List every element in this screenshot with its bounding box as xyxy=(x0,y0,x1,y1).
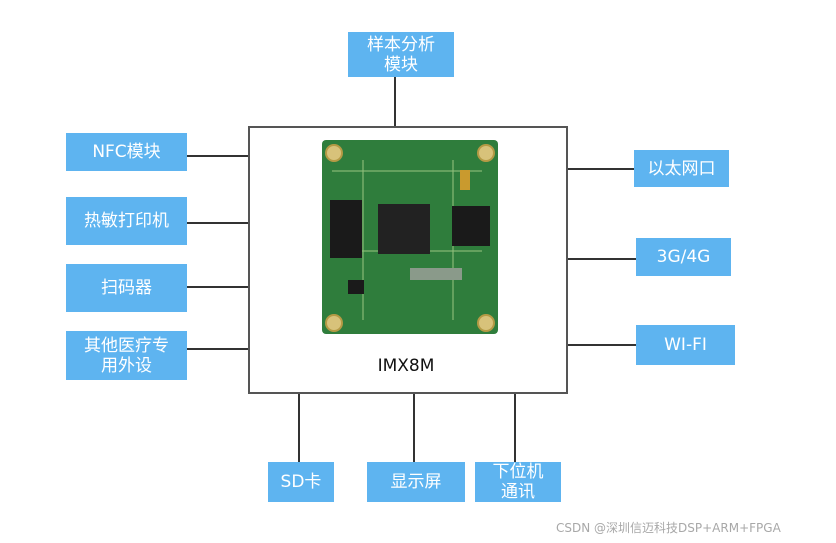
crystal xyxy=(460,170,470,190)
small-chip xyxy=(348,280,364,294)
sd-card-box: SD卡 xyxy=(268,462,334,502)
medical-peripheral-box: 其他医疗专 用外设 xyxy=(66,331,187,380)
connector-top xyxy=(394,77,396,126)
processor-chip xyxy=(378,204,430,254)
display-box: 显示屏 xyxy=(367,462,465,502)
scanner-box: 扫码器 xyxy=(66,264,187,312)
connector-ethernet xyxy=(566,168,634,170)
memory-chip-left xyxy=(330,200,362,258)
som-board-image xyxy=(322,140,498,334)
thermal-printer-box: 热敏打印机 xyxy=(66,197,187,245)
memory-chip-right xyxy=(452,206,490,246)
connector-display xyxy=(413,392,415,462)
connector-sd xyxy=(298,392,300,462)
connector-medical xyxy=(187,348,248,350)
watermark: CSDN @深圳信迈科技DSP+ARM+FPGA xyxy=(556,521,781,535)
connector-wifi xyxy=(566,344,636,346)
pin-strip xyxy=(410,268,462,280)
core-label: IMX8M xyxy=(377,356,435,376)
connector-scanner xyxy=(187,286,248,288)
sample-analysis-module-box: 样本分析 模块 xyxy=(348,32,454,77)
wifi-box: WI-FI xyxy=(636,325,735,365)
connector-3g4g xyxy=(566,258,636,260)
3g4g-box: 3G/4G xyxy=(636,238,731,276)
nfc-module-box: NFC模块 xyxy=(66,133,187,171)
lower-computer-comm-box: 下位机 通讯 xyxy=(475,462,561,502)
ethernet-box: 以太网口 xyxy=(634,150,729,187)
connector-nfc xyxy=(187,155,248,157)
connector-lower xyxy=(514,392,516,462)
connector-printer xyxy=(187,222,248,224)
